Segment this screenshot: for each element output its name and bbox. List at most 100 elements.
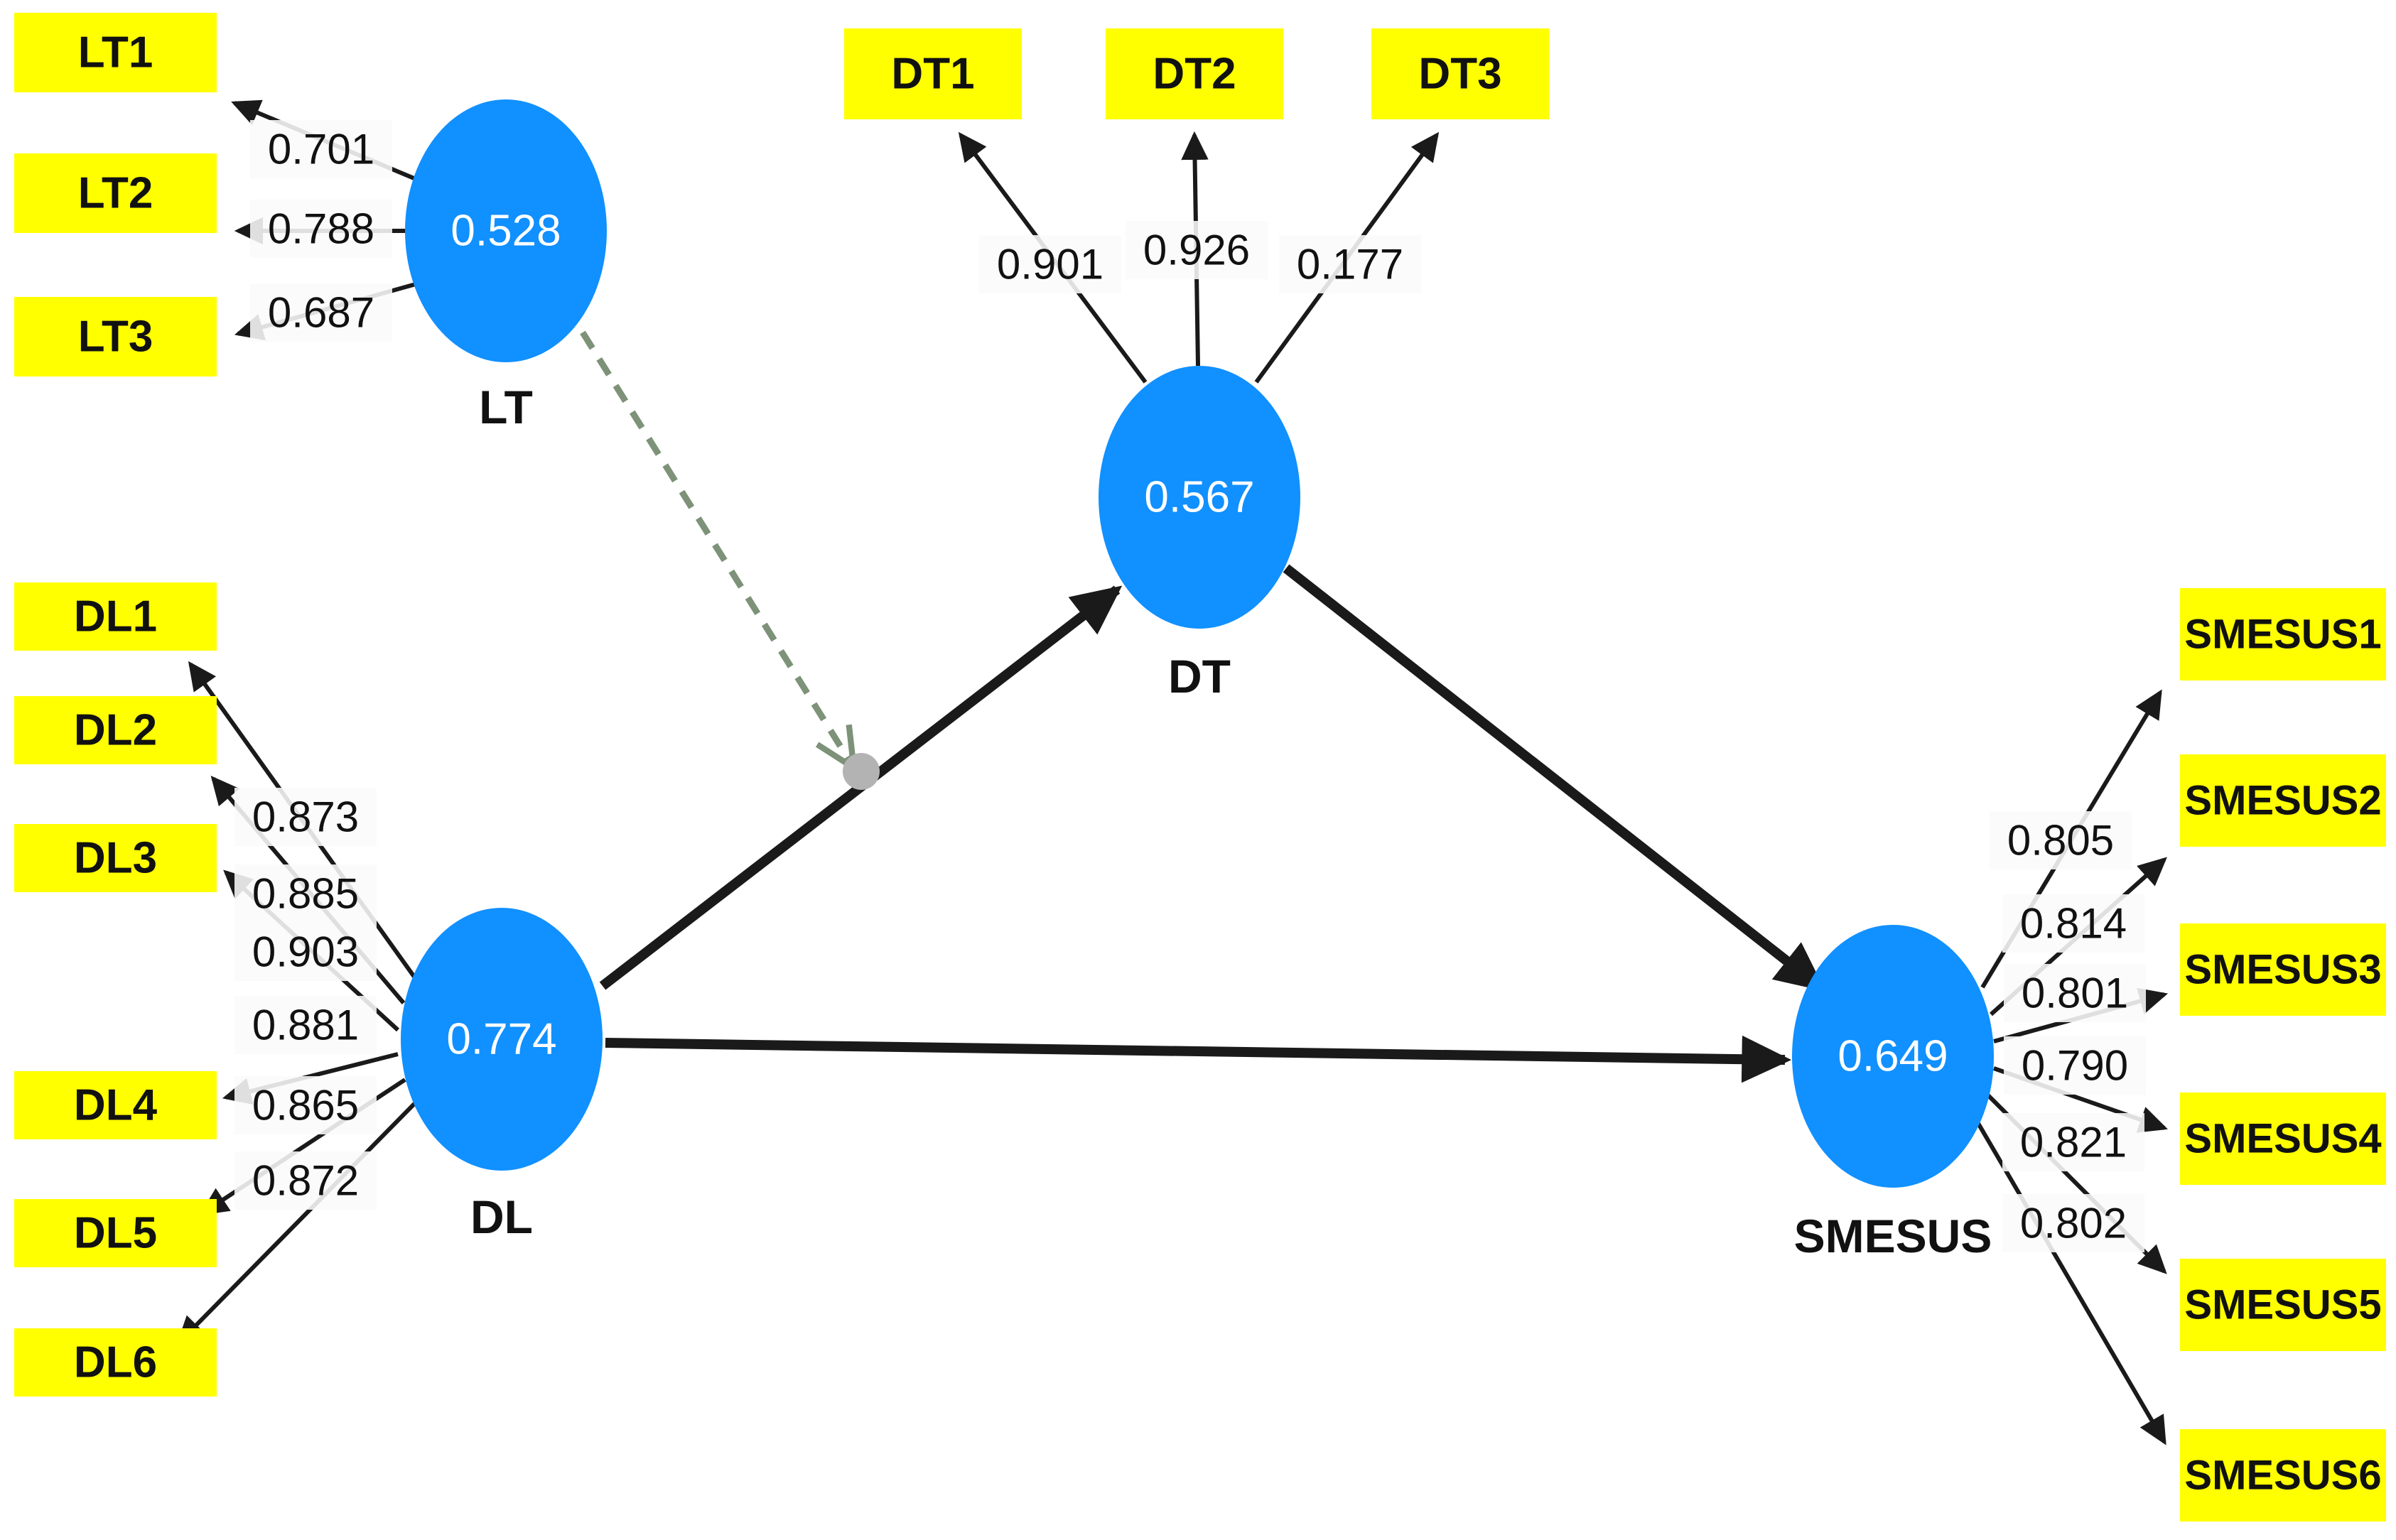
coefficient-backplate — [2004, 1036, 2146, 1095]
indicator-box — [2180, 754, 2386, 847]
indicator-label: LT1 — [78, 28, 153, 77]
coefficient-backplate — [234, 1151, 377, 1210]
construct-r2-value: 0.649 — [1838, 1032, 1948, 1081]
construct-ellipse — [1099, 366, 1300, 629]
loading-coefficient-smesus2: 0.814 — [2002, 894, 2144, 953]
indicator-label: SMESUS2 — [2184, 778, 2381, 824]
indicator-box — [2180, 588, 2386, 680]
indicator-box — [14, 582, 217, 651]
indicator-label: DL4 — [74, 1081, 158, 1130]
indicator-smesus2[interactable]: SMESUS2 — [2180, 754, 2386, 847]
moderation-path-lt-on-dl-dt — [580, 330, 850, 761]
coefficient-value: 0.805 — [2007, 817, 2114, 864]
coefficient-backplate — [234, 864, 377, 923]
moderation-interaction-dot — [843, 753, 880, 790]
indicator-box — [2180, 1092, 2386, 1185]
loading-coefficient-smesus6: 0.802 — [2002, 1194, 2144, 1252]
loading-coefficient-dt3: 0.177 — [1279, 235, 1421, 293]
coefficient-value: 0.873 — [252, 793, 359, 841]
loading-coefficient-smesus5: 0.821 — [2002, 1113, 2144, 1171]
loading-coefficient-dl4: 0.881 — [234, 996, 377, 1054]
loading-coefficient-lt2: 0.788 — [250, 200, 392, 258]
indicator-smesus1[interactable]: SMESUS1 — [2180, 588, 2386, 680]
coefficient-backplate — [1990, 811, 2132, 869]
indicator-label: DT2 — [1153, 50, 1236, 99]
indicator-lt3[interactable]: LT3 — [14, 297, 217, 376]
structural-path-dt-to-smesus — [1283, 564, 1826, 992]
coefficient-value: 0.701 — [268, 126, 374, 173]
construct-r2-value: 0.528 — [450, 207, 561, 256]
indicator-dt3[interactable]: DT3 — [1371, 28, 1549, 119]
coefficient-backplate — [2002, 1194, 2144, 1252]
indicator-lt1[interactable]: LT1 — [14, 13, 217, 92]
construct-r2-value: 0.567 — [1144, 473, 1254, 522]
indicator-box — [14, 696, 217, 764]
indicator-smesus4[interactable]: SMESUS4 — [2180, 1092, 2386, 1185]
loading-coefficient-lt1: 0.701 — [250, 120, 392, 178]
construct-ellipse — [405, 99, 607, 362]
coefficient-value: 0.885 — [252, 870, 359, 918]
indicator-label: DL6 — [74, 1338, 157, 1387]
indicator-box — [14, 13, 217, 92]
indicator-label: DT1 — [891, 50, 974, 99]
indicator-box — [2180, 1259, 2386, 1351]
indicator-dt1[interactable]: DT1 — [844, 28, 1022, 119]
coefficient-value: 0.801 — [2022, 970, 2128, 1017]
loading-path-smesus-to-smesus6 — [1975, 1119, 2166, 1446]
loading-coefficient-dt2: 0.926 — [1126, 221, 1268, 279]
indicator-box — [2180, 923, 2386, 1016]
indicator-box — [14, 153, 217, 233]
coefficient-backplate — [979, 235, 1121, 293]
indicator-smesus3[interactable]: SMESUS3 — [2180, 923, 2386, 1016]
indicator-smesus6[interactable]: SMESUS6 — [2180, 1429, 2386, 1522]
loading-coefficient-dl2: 0.885 — [234, 864, 377, 923]
indicator-dl1[interactable]: DL1 — [14, 582, 217, 651]
loading-coefficient-dl1: 0.873 — [234, 788, 377, 846]
indicator-label: SMESUS5 — [2184, 1282, 2381, 1328]
indicator-box — [14, 1199, 217, 1267]
indicator-dl5[interactable]: DL5 — [14, 1199, 217, 1267]
coefficient-value: 0.802 — [2020, 1200, 2127, 1247]
indicator-dl6[interactable]: DL6 — [14, 1328, 217, 1397]
coefficient-backplate — [250, 200, 392, 258]
construct-r2-value: 0.774 — [446, 1015, 556, 1064]
indicator-label: SMESUS4 — [2184, 1116, 2381, 1162]
indicator-dt2[interactable]: DT2 — [1106, 28, 1283, 119]
indicator-label: SMESUS1 — [2184, 612, 2381, 658]
loading-coefficient-smesus1: 0.805 — [1990, 811, 2132, 869]
indicator-box — [14, 1328, 217, 1397]
coefficient-value: 0.814 — [2020, 900, 2127, 948]
indicator-label: LT3 — [78, 313, 153, 362]
indicator-label: SMESUS3 — [2184, 947, 2381, 993]
coefficient-backplate — [2004, 964, 2146, 1022]
indicator-label: DL1 — [74, 592, 157, 641]
coefficient-value: 0.790 — [2022, 1042, 2128, 1090]
indicator-dl3[interactable]: DL3 — [14, 824, 217, 892]
indicator-box — [1371, 28, 1549, 119]
coefficient-backplate — [250, 283, 392, 342]
loading-coefficient-smesus3: 0.801 — [2004, 964, 2146, 1022]
indicator-box — [14, 297, 217, 376]
loading-coefficient-smesus4: 0.790 — [2004, 1036, 2146, 1095]
construct-name-label: DL — [470, 1191, 533, 1243]
indicator-smesus5[interactable]: SMESUS5 — [2180, 1259, 2386, 1351]
indicator-label: DL5 — [74, 1209, 157, 1258]
indicator-lt2[interactable]: LT2 — [14, 153, 217, 233]
coefficient-backplate — [234, 996, 377, 1054]
coefficient-value: 0.177 — [1297, 241, 1403, 288]
construct-ellipse — [1792, 925, 1994, 1188]
coefficient-backplate — [2002, 894, 2144, 953]
coefficient-backplate — [1279, 235, 1421, 293]
indicator-dl4[interactable]: DL4 — [14, 1071, 217, 1139]
indicator-dl2[interactable]: DL2 — [14, 696, 217, 764]
coefficient-backplate — [234, 923, 377, 981]
loading-coefficient-dt1: 0.901 — [979, 235, 1121, 293]
construct-name-label: DT — [1168, 650, 1231, 703]
construct-name-label: LT — [479, 381, 533, 433]
